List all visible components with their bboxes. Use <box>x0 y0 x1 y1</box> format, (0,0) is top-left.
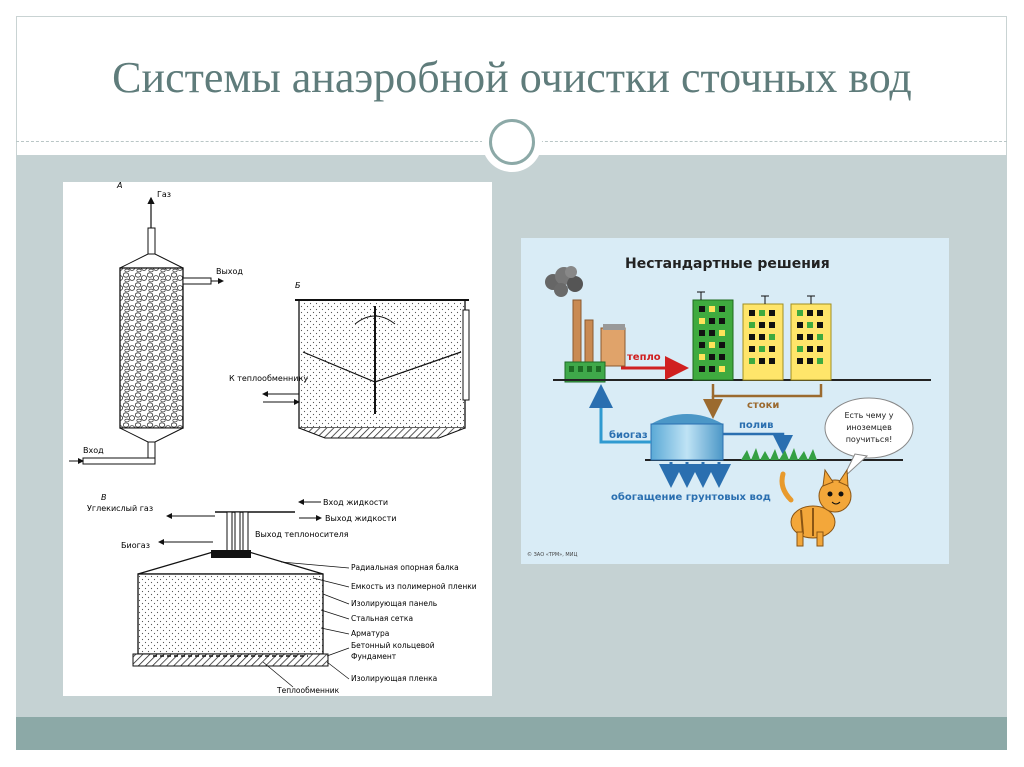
speech-line-2: иноземцев <box>846 423 892 432</box>
biogas-label: биогаз <box>609 429 648 441</box>
label-insulating-film: Изолирующая пленка <box>351 674 437 683</box>
tank-body <box>298 299 466 429</box>
panel-c-biogas-label: Биогаз <box>121 541 150 550</box>
callout-lines <box>262 561 350 688</box>
building-1 <box>692 291 734 381</box>
label-radial-beam: Радиальная опорная балка <box>351 563 459 572</box>
groundwater-label: обогащение грунтовых вод <box>611 491 771 503</box>
cat-illustration <box>779 468 852 547</box>
packed-column <box>119 267 184 429</box>
panel-a-gas-label: Газ <box>157 190 171 199</box>
speech-bubble <box>824 397 914 459</box>
panel-b-heat-exchanger-label: К теплообменнику <box>229 374 308 383</box>
nonstandard-solutions-svg: Нестандартные решения тепло <box>527 256 931 558</box>
factory <box>564 299 626 383</box>
nonstandard-solutions-figure: Нестандартные решения тепло <box>521 238 949 564</box>
watering-label: полив <box>739 420 773 431</box>
copyright-text: © ЗАО «ТРМ», МИЦ <box>527 551 577 558</box>
inlet-pipe-horizontal <box>82 457 156 465</box>
slide-title: Системы анаэробной очистки сточных вод <box>112 53 912 102</box>
label-heat-exchanger: Теплообменник <box>276 686 340 695</box>
sewage-label: стоки <box>747 400 779 411</box>
digester-schematics-svg: А Газ Выход Вход Б К теплообменнику В Уг… <box>69 181 477 695</box>
digester-schematics-figure: А Газ Выход Вход Б К теплообменнику В Уг… <box>63 181 492 696</box>
label-insulating-panel: Изолирующая панель <box>351 599 437 608</box>
watering-arrow <box>723 432 793 455</box>
label-polymer-tank: Емкость из полимерной пленки <box>351 582 477 591</box>
label-steel-mesh: Стальная сетка <box>351 614 413 623</box>
digester-tank <box>650 423 724 461</box>
building-2 <box>742 295 784 381</box>
smoke-cloud <box>545 266 583 297</box>
building-3 <box>790 295 832 381</box>
panel-c-liquid-in-label: Вход жидкости <box>323 498 388 507</box>
dome-collar <box>211 550 251 558</box>
tank-spray-arc <box>354 315 396 325</box>
label-concrete-ring: Бетонный кольцевой <box>351 641 435 650</box>
sewage-collector <box>711 384 823 398</box>
digester-dome <box>651 414 723 424</box>
column-top-cone <box>119 253 184 269</box>
biogas-arrow <box>589 384 651 444</box>
panel-a-inlet-label: Вход <box>83 446 104 455</box>
footer-bar <box>16 717 1007 750</box>
panel-c-liquid-out-label: Выход жидкости <box>325 514 396 523</box>
groundwater-arrows <box>659 462 731 488</box>
panel-c-coolant-out-label: Выход теплоносителя <box>255 530 349 539</box>
medallion-decoration <box>482 112 542 172</box>
panel-a-letter: А <box>116 182 122 190</box>
grass-strip <box>741 448 817 460</box>
panel-b-letter: Б <box>295 281 301 290</box>
gas-pipe <box>147 227 156 255</box>
heat-label: тепло <box>627 352 661 363</box>
tank-foundation <box>298 427 466 439</box>
tank-strut-right <box>374 351 462 383</box>
outlet-pipe <box>182 277 212 285</box>
panel-c-co2-label: Углекислый газ <box>87 504 153 513</box>
tank-side-pipe <box>462 309 470 401</box>
infographic-title: Нестандартные решения <box>625 256 830 272</box>
column-bottom-cone <box>119 427 184 443</box>
digester-foundation <box>132 653 329 667</box>
speech-line-3: поучиться! <box>846 435 893 444</box>
medallion-ring <box>489 119 535 165</box>
speech-line-1: Есть чему у <box>844 411 893 420</box>
speech-bubble-tail <box>842 453 869 479</box>
panel-c-letter: В <box>101 493 107 502</box>
label-foundation: Фундамент <box>351 652 397 661</box>
label-reinforcement: Арматура <box>351 629 389 638</box>
tank-strut-left <box>302 351 376 383</box>
panel-a-outlet-label: Выход <box>216 267 243 276</box>
digester-body <box>137 573 324 655</box>
